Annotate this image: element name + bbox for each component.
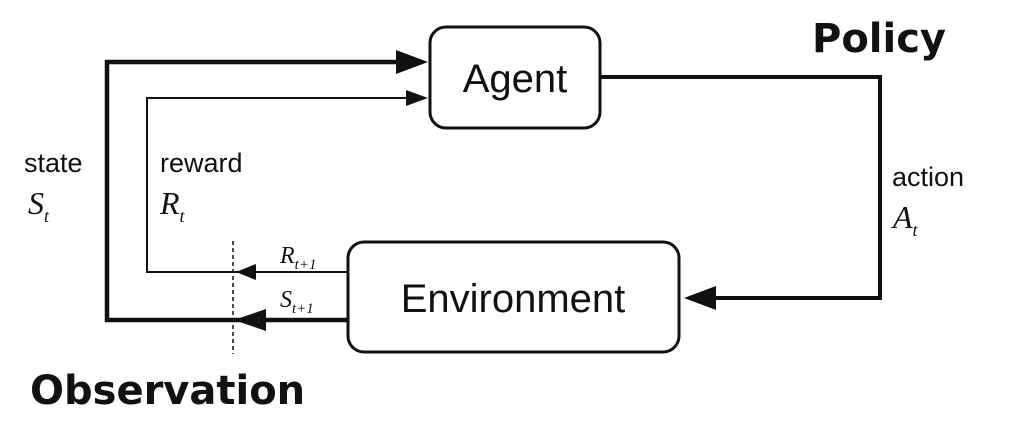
reward-annotation: reward Rt	[159, 148, 243, 226]
reward-arrow	[146, 90, 428, 280]
reward-symbol-subscript: t	[180, 206, 186, 226]
action-arrow-line	[600, 75, 882, 300]
state-arrow-head	[396, 50, 428, 74]
state-arrow	[104, 50, 428, 331]
next-state-symbol-subscript: t+1	[292, 301, 314, 317]
next-reward-symbol: Rt+1	[279, 243, 316, 273]
reward-symbol-letter: R	[159, 185, 180, 221]
action-arrow-head	[684, 286, 716, 310]
environment-label: Environment	[401, 277, 626, 321]
state-arrow-line	[104, 59, 400, 323]
action-symbol-letter: A	[891, 199, 913, 235]
next-state-symbol-letter: S	[280, 287, 292, 313]
next-reward-arrow-head	[236, 264, 256, 280]
state-symbol-subscript: t	[44, 206, 50, 226]
agent-node: Agent	[428, 25, 602, 130]
state-symbol: St	[28, 185, 50, 226]
observation-heading: Observation	[30, 368, 305, 414]
next-state-symbol: St+1	[280, 287, 314, 317]
reward-label: reward	[160, 148, 243, 178]
action-annotation: action At	[891, 162, 964, 240]
policy-heading: Policy	[812, 16, 946, 62]
action-arrow	[600, 75, 882, 310]
next-state-arrow-head	[234, 309, 266, 331]
action-symbol: At	[891, 199, 919, 240]
state-label: state	[24, 148, 83, 178]
environment-box	[346, 240, 681, 354]
state-symbol-letter: S	[28, 185, 44, 221]
reward-symbol: Rt	[159, 185, 186, 226]
action-symbol-subscript: t	[913, 220, 919, 240]
reward-arrow-head	[406, 90, 428, 106]
environment-node: Environment	[346, 240, 681, 354]
next-reward-symbol-letter: R	[279, 243, 295, 269]
action-label: action	[892, 162, 964, 192]
agent-label: Agent	[463, 57, 568, 101]
state-annotation: state St	[24, 148, 83, 226]
next-reward-symbol-subscript: t+1	[295, 257, 317, 273]
